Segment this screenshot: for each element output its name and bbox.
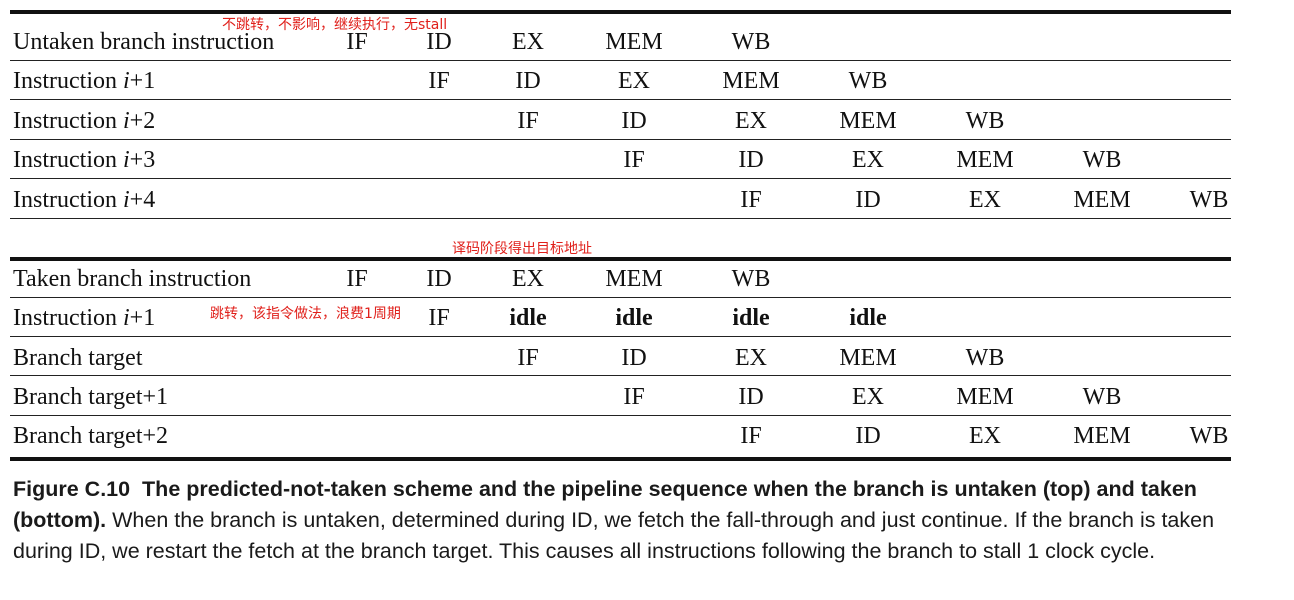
top-table-stage-cell: WB xyxy=(965,108,1005,134)
top-table-stage-cell: ID xyxy=(426,29,452,55)
bottom-table-stage-cell: ID xyxy=(855,423,881,449)
figure-caption: Figure C.10 The predicted-not-taken sche… xyxy=(13,474,1238,567)
bottom-table-row-rule xyxy=(10,415,1231,416)
bottom-table-stage-cell: idle xyxy=(849,305,887,331)
bottom-table-stage-cell: MEM xyxy=(839,345,897,371)
bottom-table-stage-cell: EX xyxy=(512,266,544,292)
top-table-row-rule xyxy=(10,60,1231,61)
annotation-waste-cycle: 跳转，该指令做法，浪费1周期 xyxy=(210,306,401,322)
bottom-table-stage-cell: idle xyxy=(732,305,770,331)
top-table-stage-cell: WB xyxy=(1189,187,1229,213)
top-table-stage-cell: EX xyxy=(618,68,650,94)
top-table-stage-cell: MEM xyxy=(605,29,663,55)
top-table-stage-cell: MEM xyxy=(839,108,897,134)
top-table-stage-cell: MEM xyxy=(722,68,780,94)
annotation-no-jump: 不跳转，不影响，继续执行，无stall xyxy=(222,17,448,33)
top-table-stage-cell: EX xyxy=(735,108,767,134)
bottom-table-row-rule xyxy=(10,375,1231,376)
bottom-table-stage-cell: ID xyxy=(621,345,647,371)
bottom-table-stage-cell: EX xyxy=(969,423,1001,449)
bottom-table-stage-cell: ID xyxy=(738,384,764,410)
figure-body: When the branch is untaken, determined d… xyxy=(13,508,1215,563)
bottom-table-row-rule xyxy=(10,297,1231,298)
top-table-row-label: Instruction i+2 xyxy=(13,108,156,134)
top-table-stage-cell: MEM xyxy=(1073,187,1131,213)
top-table-stage-cell: WB xyxy=(848,68,888,94)
top-table-row-label: Instruction i+1 xyxy=(13,68,156,94)
bottom-table-stage-cell: MEM xyxy=(605,266,663,292)
top-table-stage-cell: MEM xyxy=(956,147,1014,173)
top-table-stage-cell: WB xyxy=(1082,147,1122,173)
top-table-stage-cell: EX xyxy=(852,147,884,173)
bottom-table-row-rule xyxy=(10,336,1231,337)
top-table-stage-cell: ID xyxy=(621,108,647,134)
bottom-table-stage-cell: WB xyxy=(731,266,771,292)
bottom-table-stage-cell: EX xyxy=(735,345,767,371)
top-table-stage-cell: EX xyxy=(969,187,1001,213)
figure-label: Figure C.10 xyxy=(13,477,131,501)
bottom-table-row-label: Taken branch instruction xyxy=(13,266,252,292)
annotation-decode-target: 译码阶段得出目标地址 xyxy=(452,241,592,257)
top-table-top-rule xyxy=(10,10,1231,14)
bottom-table-stage-cell: ID xyxy=(426,266,452,292)
top-table-stage-cell: IF xyxy=(428,68,450,94)
top-table-stage-cell: ID xyxy=(855,187,881,213)
top-table-stage-cell: IF xyxy=(346,29,368,55)
top-table-row-rule xyxy=(10,99,1231,100)
bottom-table-row-label: Branch target+1 xyxy=(13,384,169,410)
bottom-table-stage-cell: IF xyxy=(740,423,762,449)
bottom-table-row-label: Branch target xyxy=(13,345,143,371)
bottom-table-stage-cell: WB xyxy=(1082,384,1122,410)
top-table-stage-cell: ID xyxy=(515,68,541,94)
bottom-table-stage-cell: WB xyxy=(1189,423,1229,449)
bottom-table-stage-cell: MEM xyxy=(1073,423,1131,449)
bottom-table-bottom-rule xyxy=(10,457,1231,461)
bottom-table-row-label: Instruction i+1 xyxy=(13,305,156,331)
bottom-table-stage-cell: MEM xyxy=(956,384,1014,410)
top-table-stage-cell: EX xyxy=(512,29,544,55)
top-table-row-label: Instruction i+3 xyxy=(13,147,156,173)
bottom-table-stage-cell: IF xyxy=(428,305,450,331)
top-table-stage-cell: ID xyxy=(738,147,764,173)
bottom-table-row-label: Branch target+2 xyxy=(13,423,169,449)
bottom-table-stage-cell: idle xyxy=(615,305,653,331)
bottom-table-stage-cell: EX xyxy=(852,384,884,410)
bottom-table-stage-cell: IF xyxy=(346,266,368,292)
top-table-row-label: Instruction i+4 xyxy=(13,187,156,213)
bottom-table-stage-cell: WB xyxy=(965,345,1005,371)
bottom-table-stage-cell: idle xyxy=(509,305,547,331)
figure-title: The predicted-not-taken scheme and the p… xyxy=(13,477,1197,532)
top-table-row-rule xyxy=(10,178,1231,179)
bottom-table-stage-cell: IF xyxy=(517,345,539,371)
top-table-stage-cell: IF xyxy=(740,187,762,213)
bottom-table-stage-cell: IF xyxy=(623,384,645,410)
top-table-stage-cell: IF xyxy=(517,108,539,134)
top-table-stage-cell: IF xyxy=(623,147,645,173)
top-table-row-rule xyxy=(10,218,1231,219)
top-table-stage-cell: WB xyxy=(731,29,771,55)
top-table-row-label: Untaken branch instruction xyxy=(13,29,275,55)
top-table-row-rule xyxy=(10,139,1231,140)
bottom-table-top-rule xyxy=(10,257,1231,261)
